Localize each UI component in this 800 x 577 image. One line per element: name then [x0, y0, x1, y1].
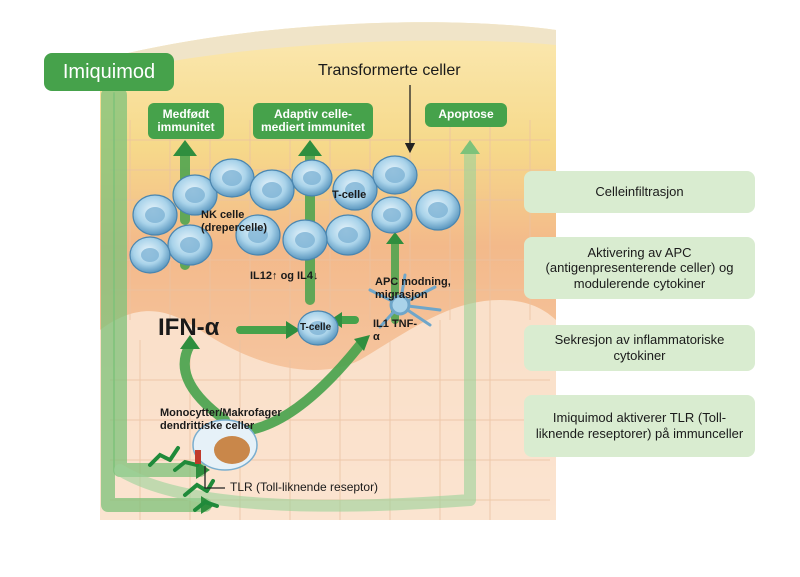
- monocyte-label: Monocytter/Makrofager dendrittiske celle…: [160, 407, 282, 432]
- transformerte-celler-label: Transformerte celler: [318, 62, 461, 79]
- imiquimod-title: Imiquimod: [62, 61, 156, 83]
- ifn-alpha-label: IFN-α: [158, 314, 220, 341]
- nk-cell-label: NK celle (drepercelle): [201, 209, 268, 234]
- side-label-celleinfiltrasjon: Celleinfiltrasjon: [595, 184, 684, 200]
- apc-label: APC modning, migrasjon: [375, 276, 451, 301]
- pointer-tlr: [204, 466, 225, 489]
- monocyte-cell: [192, 419, 258, 471]
- imiquimod-title-box: Imiquimod: [44, 53, 174, 91]
- side-box-sekresjon: Sekresjon av inflammatoriske cytokiner: [524, 325, 755, 371]
- side-label-aktivering-apc: Aktivering av APC (antigenpresenterende …: [545, 244, 734, 291]
- immune-cell-cluster: [129, 155, 461, 346]
- outcome-box-medfodt: Medfødt immunitet: [148, 103, 224, 139]
- cell-nuclei: [141, 167, 448, 335]
- tcell-top-label: T-celle: [332, 189, 367, 201]
- side-label-imiquimod-tlr: Imiquimod aktiverer TLR (Toll-liknende r…: [535, 410, 744, 441]
- outcome-label-medfodt: Medfødt immunitet: [157, 106, 215, 134]
- side-label-sekresjon: Sekresjon av inflammatoriske cytokiner: [554, 332, 725, 363]
- il1-tnf-label: IL1 TNF-α: [373, 318, 417, 343]
- outcome-box-adaptiv: Adaptiv celle-mediert immunitet: [253, 103, 373, 139]
- skin-tissue: [100, 22, 556, 520]
- outcome-label-adaptiv: Adaptiv celle-mediert immunitet: [260, 106, 365, 134]
- il12-label: IL12↑ og IL4↓: [250, 270, 319, 282]
- side-box-aktivering-apc: Aktivering av APC (antigenpresenterende …: [524, 237, 755, 299]
- outcome-label-apoptose: Apoptose: [438, 107, 494, 122]
- outcome-box-apoptose: Apoptose: [425, 103, 507, 127]
- tlr-label: TLR (Toll-liknende reseptor): [230, 480, 379, 494]
- tcell-mid-label: T-celle: [300, 322, 332, 333]
- side-box-celleinfiltrasjon: Celleinfiltrasjon: [524, 171, 755, 213]
- tlr-receptors: [148, 446, 219, 512]
- apc-dendritic-cell: [368, 273, 442, 329]
- side-box-imiquimod-tlr: Imiquimod aktiverer TLR (Toll-liknende r…: [524, 395, 755, 457]
